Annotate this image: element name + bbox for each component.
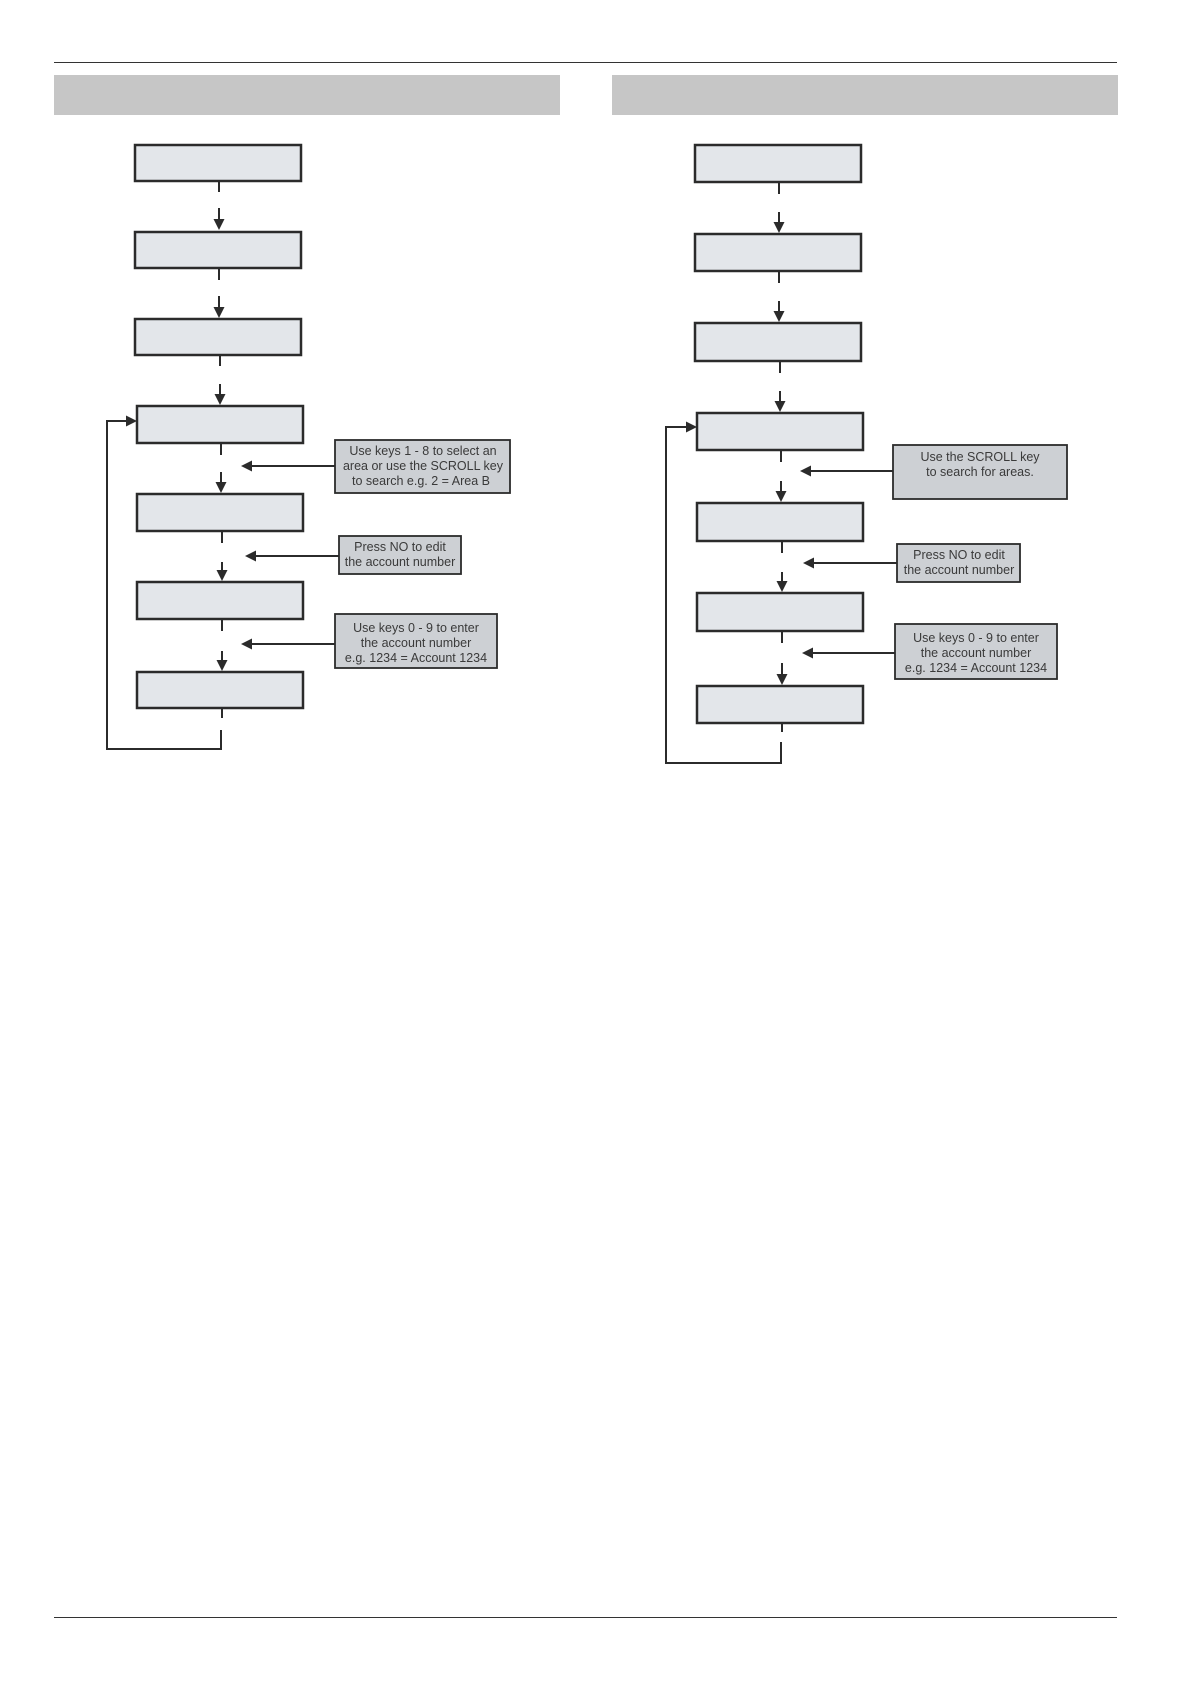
- right-flowchart: Use the SCROLL key to search for areas. …: [665, 143, 1068, 764]
- left-note-2: Press NO to edit the account number: [338, 535, 462, 575]
- left-note-3-line-2: the account number: [361, 636, 472, 650]
- left-note-1: Use keys 1 - 8 to select an area or use …: [334, 439, 511, 494]
- right-note-1-arrowhead: [800, 465, 811, 477]
- left-note-3-line-1: Use keys 0 - 9 to enter: [353, 621, 479, 635]
- left-note-2-line-1: Press NO to edit: [354, 540, 446, 554]
- left-panel-header: [54, 75, 560, 115]
- left-note-3-line-3: e.g. 1234 = Account 1234: [345, 651, 487, 665]
- right-note-3-line-2: the account number: [921, 646, 1032, 660]
- left-lcd-display-5: [135, 492, 305, 533]
- right-note-2: Press NO to edit the account number: [896, 543, 1021, 583]
- right-note-3-line-3: e.g. 1234 = Account 1234: [905, 661, 1047, 675]
- left-arrowhead-2: [213, 307, 225, 318]
- left-lcd-display-3: [133, 317, 303, 357]
- right-note-2-arrowhead: [803, 557, 814, 569]
- left-note-1-line-2: area or use the SCROLL key: [343, 459, 504, 473]
- right-note-2-line-1: Press NO to edit: [913, 548, 1005, 562]
- right-lcd-display-1: [693, 143, 863, 184]
- right-note-1-box: [892, 444, 1068, 500]
- left-arrowhead-6: [216, 660, 228, 671]
- left-note-1-line-1: Use keys 1 - 8 to select an: [349, 444, 496, 458]
- left-arrowhead-1: [213, 219, 225, 230]
- right-lcd-display-4: [695, 411, 865, 452]
- right-note-3: Use keys 0 - 9 to enter the account numb…: [894, 623, 1058, 680]
- right-arrowhead-4: [775, 491, 787, 502]
- right-arrowhead-6: [776, 674, 788, 685]
- left-lcd-display-6: [135, 580, 305, 621]
- bottom-rule: [54, 1617, 1117, 1618]
- right-note-2-line-2: the account number: [904, 563, 1015, 577]
- left-arrowhead-4: [215, 482, 227, 493]
- left-note-2-arrowhead: [245, 550, 256, 562]
- right-arrowhead-5: [776, 581, 788, 592]
- right-arrowhead-1: [773, 222, 785, 233]
- right-lcd-display-2: [693, 232, 863, 273]
- left-lcd-display-7: [135, 670, 305, 710]
- left-note-1-arrowhead: [241, 460, 252, 472]
- right-loop-back-line: [665, 426, 782, 764]
- right-note-2-box: [896, 543, 1021, 583]
- left-lcd-display-1: [133, 143, 303, 183]
- right-lcd-display-5: [695, 501, 865, 543]
- left-note-3-arrowhead: [241, 638, 252, 650]
- right-note-1: Use the SCROLL key to search for areas.: [892, 444, 1068, 500]
- left-note-2-box: [338, 535, 462, 575]
- right-loop-arrowhead: [686, 421, 697, 433]
- top-rule: [54, 62, 1117, 63]
- left-note-3: Use keys 0 - 9 to enter the account numb…: [334, 613, 498, 669]
- right-panel-header: [612, 75, 1118, 115]
- left-loop-back-line: [106, 420, 222, 750]
- left-arrowhead-3: [214, 394, 226, 405]
- right-note-3-box: [894, 623, 1058, 680]
- left-loop-arrowhead: [126, 415, 137, 427]
- left-lcd-display-2: [133, 230, 303, 270]
- left-arrowhead-5: [216, 570, 228, 581]
- left-flowchart: Use keys 1 - 8 to select an area or use …: [106, 143, 511, 750]
- right-lcd-display-3: [693, 321, 863, 363]
- right-arrowhead-3: [774, 401, 786, 412]
- left-note-1-box: [334, 439, 511, 494]
- left-note-3-box: [334, 613, 498, 669]
- left-note-2-line-2: the account number: [345, 555, 456, 569]
- right-lcd-display-6: [695, 591, 865, 633]
- left-note-1-line-3: to search e.g. 2 = Area B: [352, 474, 490, 488]
- right-note-3-arrowhead: [802, 647, 813, 659]
- right-note-1-line-2: to search for areas.: [926, 465, 1034, 479]
- right-note-3-line-1: Use keys 0 - 9 to enter: [913, 631, 1039, 645]
- right-note-1-line-1: Use the SCROLL key: [920, 450, 1040, 464]
- right-arrowhead-2: [773, 311, 785, 322]
- right-lcd-display-7: [695, 684, 865, 725]
- left-lcd-display-4: [135, 404, 305, 445]
